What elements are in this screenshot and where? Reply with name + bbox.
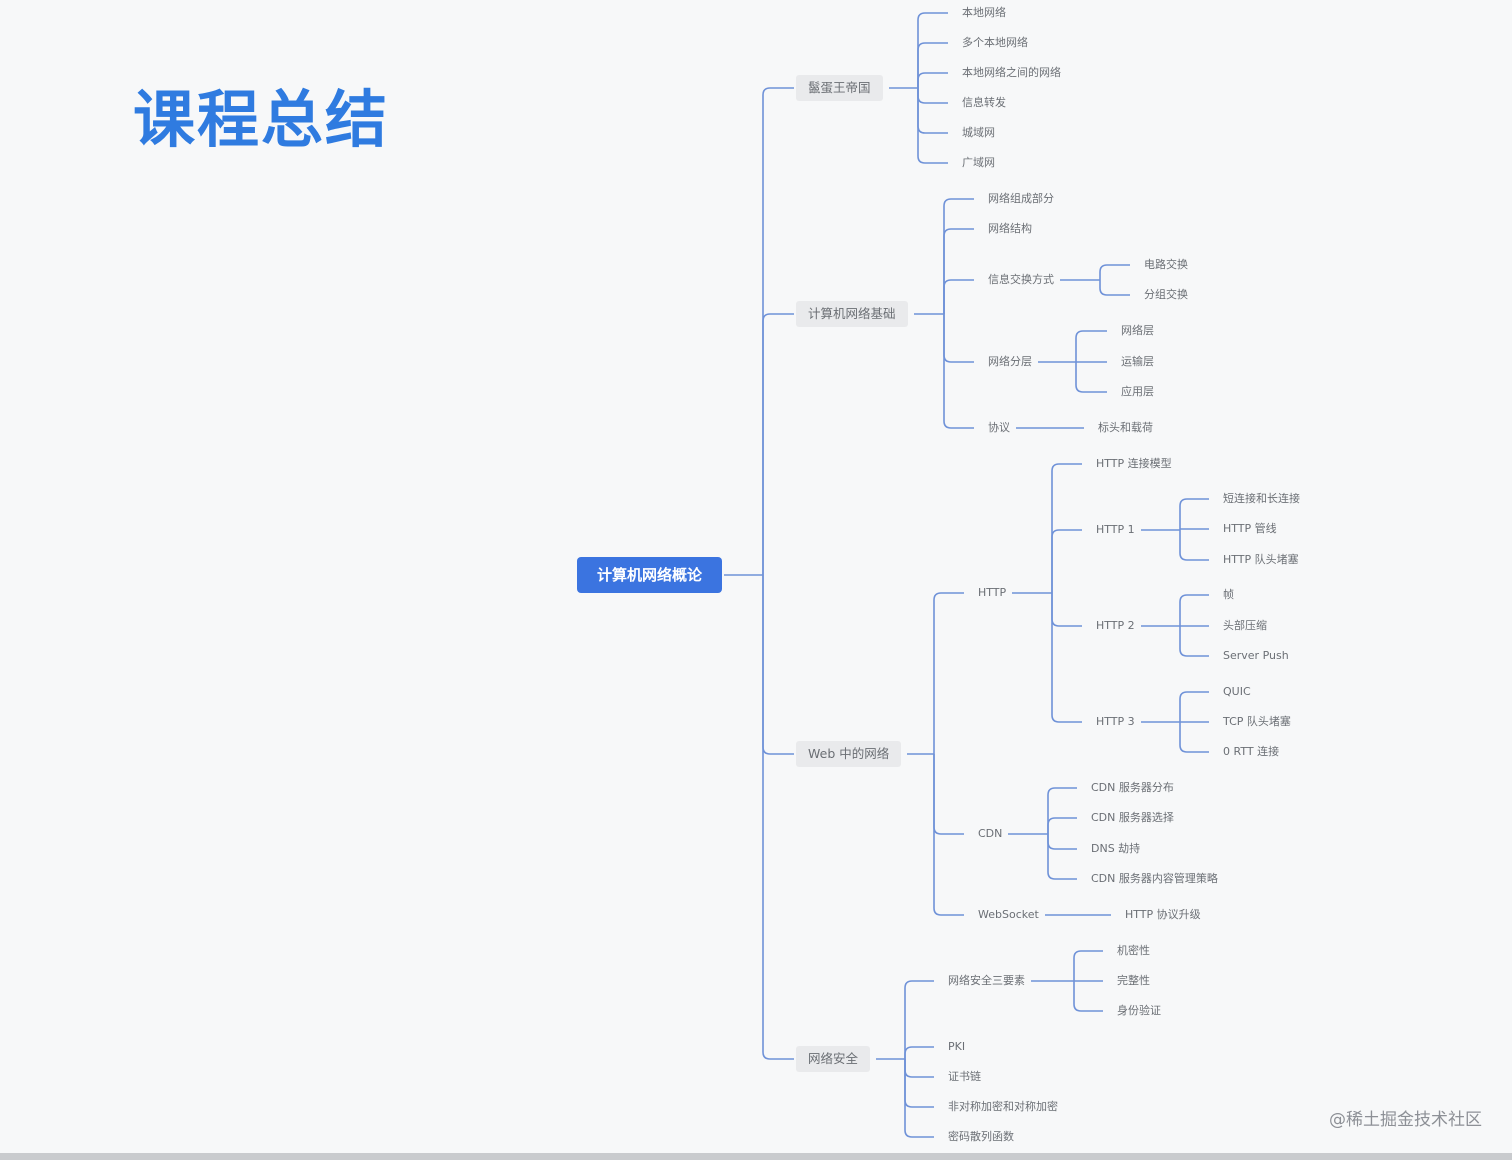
branch-node: 网络安全 bbox=[796, 1046, 871, 1072]
topic-node: 协议 bbox=[988, 421, 1010, 434]
connector-line bbox=[1073, 950, 1103, 981]
leaf-node: HTTP 队头堵塞 bbox=[1223, 553, 1299, 566]
leaf-node: CDN 服务器选择 bbox=[1091, 811, 1174, 824]
topic-node: WebSocket bbox=[978, 908, 1039, 921]
topic-node: 信息交换方式 bbox=[988, 273, 1054, 286]
connector-line bbox=[1075, 330, 1107, 362]
connector-line bbox=[917, 42, 948, 88]
leaf-node: 证书链 bbox=[948, 1070, 981, 1083]
topic-node: HTTP bbox=[978, 586, 1007, 599]
connector-line bbox=[904, 1059, 934, 1108]
leaf-node: 机密性 bbox=[1117, 944, 1150, 957]
connector-line bbox=[762, 575, 794, 755]
branch-node: 计算机网络基础 bbox=[796, 301, 908, 327]
connector-line bbox=[917, 72, 948, 88]
connector-line bbox=[904, 1046, 934, 1059]
connector-line bbox=[1051, 593, 1082, 627]
connector-line bbox=[1099, 280, 1130, 296]
leaf-node: 非对称加密和对称加密 bbox=[948, 1100, 1058, 1113]
leaf-node: 广域网 bbox=[962, 156, 995, 169]
leaf-node: 网络层 bbox=[1121, 324, 1154, 337]
leaf-node: 标头和载荷 bbox=[1098, 421, 1153, 434]
connector-line bbox=[1179, 691, 1209, 722]
connector-line bbox=[762, 87, 794, 575]
leaf-node: CDN 服务器内容管理策略 bbox=[1091, 872, 1218, 885]
connector-line bbox=[943, 314, 974, 363]
root-node: 计算机网络概论 bbox=[577, 557, 723, 593]
connector-line bbox=[1099, 264, 1130, 280]
leaf-node: 头部压缩 bbox=[1223, 619, 1267, 632]
connector-line bbox=[1179, 722, 1209, 753]
connector-line bbox=[1047, 817, 1077, 834]
leaf-node: DNS 劫持 bbox=[1091, 842, 1141, 855]
leaf-node: 0 RTT 连接 bbox=[1223, 745, 1280, 758]
leaf-node: 电路交换 bbox=[1144, 258, 1188, 271]
topic-node: CDN bbox=[978, 827, 1003, 840]
topic-node: HTTP 1 bbox=[1096, 523, 1135, 536]
leaf-node: 信息转发 bbox=[962, 96, 1006, 109]
topic-node: HTTP 2 bbox=[1096, 619, 1135, 632]
topic-node: 网络分层 bbox=[988, 355, 1032, 368]
connector-line bbox=[1051, 463, 1082, 593]
watermark: @稀土掘金技术社区 bbox=[1329, 1110, 1482, 1130]
leaf-node: 网络结构 bbox=[988, 222, 1032, 235]
leaf-node: 多个本地网络 bbox=[962, 36, 1028, 49]
connector-line bbox=[1051, 529, 1082, 593]
connector-line bbox=[1179, 530, 1209, 561]
leaf-node: 身份验证 bbox=[1117, 1004, 1161, 1017]
connector-line bbox=[917, 88, 948, 104]
connector-line bbox=[1179, 498, 1209, 530]
connector-line bbox=[917, 12, 948, 88]
connector-line bbox=[1073, 981, 1103, 1012]
connector-line bbox=[762, 313, 794, 575]
leaf-node: 本地网络之间的网络 bbox=[962, 66, 1061, 79]
leaf-node: PKI bbox=[948, 1040, 966, 1053]
connector-line bbox=[1047, 834, 1077, 880]
branch-node: Web 中的网络 bbox=[796, 741, 902, 767]
topic-node: 网络安全三要素 bbox=[948, 974, 1025, 987]
connector-line bbox=[904, 1059, 934, 1078]
connector-line bbox=[917, 88, 948, 134]
connector-line bbox=[762, 575, 794, 1060]
connector-line bbox=[904, 1059, 934, 1138]
connector-line bbox=[943, 228, 974, 314]
bottom-bar bbox=[0, 1153, 1512, 1160]
connector-line bbox=[1047, 787, 1077, 834]
connector-line bbox=[933, 754, 964, 835]
leaf-node: 运输层 bbox=[1121, 355, 1154, 368]
leaf-node: QUIC bbox=[1223, 685, 1251, 698]
leaf-node: TCP 队头堵塞 bbox=[1223, 715, 1291, 728]
leaf-node: 密码散列函数 bbox=[948, 1130, 1014, 1143]
leaf-node: CDN 服务器分布 bbox=[1091, 781, 1174, 794]
connector-line bbox=[943, 279, 974, 314]
connector-line bbox=[933, 592, 964, 754]
connector-line bbox=[917, 88, 948, 164]
leaf-node: HTTP 连接模型 bbox=[1096, 457, 1172, 470]
leaf-node: Server Push bbox=[1223, 649, 1289, 662]
leaf-node: 本地网络 bbox=[962, 6, 1006, 19]
connector-line bbox=[943, 198, 974, 314]
leaf-node: 帧 bbox=[1223, 588, 1234, 601]
connector-line bbox=[1047, 834, 1077, 850]
slide-title: 课程总结 bbox=[133, 83, 390, 156]
leaf-node: 城域网 bbox=[962, 126, 995, 139]
connector-line bbox=[1051, 593, 1082, 723]
leaf-node: HTTP 管线 bbox=[1223, 522, 1277, 535]
branch-node: 鬣蛋王帝国 bbox=[796, 75, 883, 101]
leaf-node: 完整性 bbox=[1117, 974, 1150, 987]
connector-line bbox=[904, 980, 934, 1059]
connector-line bbox=[1075, 362, 1107, 393]
leaf-node: 网络组成部分 bbox=[988, 192, 1054, 205]
connector-line bbox=[1179, 594, 1209, 626]
leaf-node: HTTP 协议升级 bbox=[1125, 908, 1201, 921]
leaf-node: 分组交换 bbox=[1144, 288, 1188, 301]
leaf-node: 短连接和长连接 bbox=[1223, 492, 1300, 505]
leaf-node: 应用层 bbox=[1121, 385, 1154, 398]
connector-line bbox=[1179, 626, 1209, 657]
connector-line bbox=[943, 314, 974, 429]
connector-line bbox=[933, 754, 964, 916]
topic-node: HTTP 3 bbox=[1096, 715, 1135, 728]
